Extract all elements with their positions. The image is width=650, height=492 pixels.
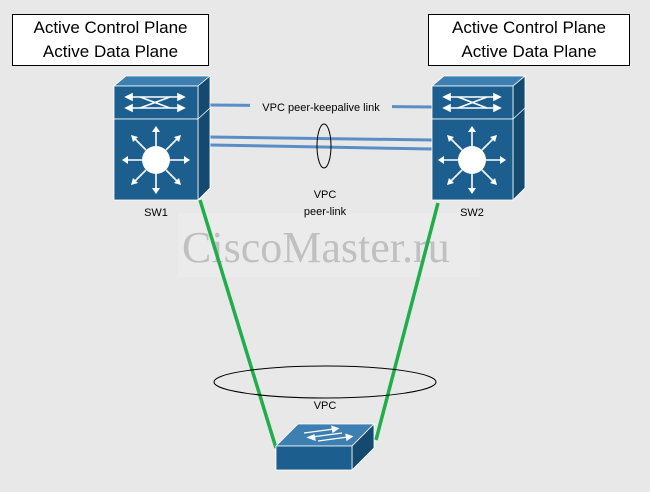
watermark-background [178, 213, 480, 277]
left-plane-status-box: Active Control Plane Active Data Plane [12, 14, 209, 66]
sw2-label: SW2 [460, 207, 484, 219]
vpc-bundle-ellipse [213, 365, 437, 399]
left-data-plane-label: Active Data Plane [42, 42, 179, 61]
access-switch-icon [275, 423, 375, 471]
peer-keepalive-label: VPC peer-keepalive link [262, 102, 380, 114]
sw2-multilayer-switch-icon [430, 75, 527, 201]
keepalive-label-background [250, 100, 392, 114]
vpc-label: VPC [314, 400, 337, 412]
peer-link-line-1 [209, 135, 433, 142]
sw1-multilayer-switch-icon [112, 75, 212, 201]
right-plane-status-box: Active Control Plane Active Data Plane [428, 14, 630, 66]
right-data-plane-label: Active Data Plane [461, 42, 597, 61]
uplink-sw1-access [198, 199, 278, 449]
peer-link-label-line1: VPC [314, 189, 337, 201]
watermark-text: CiscoMaster.ru [182, 223, 450, 272]
right-control-plane-label: Active Control Plane [451, 18, 607, 37]
peer-link-line-2 [209, 143, 433, 151]
sw1-label: SW1 [144, 207, 168, 219]
peer-link-bundle-ellipse [316, 123, 332, 169]
uplink-sw2-access [374, 202, 440, 441]
left-control-plane-label: Active Control Plane [33, 18, 188, 37]
peer-link-label-line2: peer-link [304, 206, 347, 218]
